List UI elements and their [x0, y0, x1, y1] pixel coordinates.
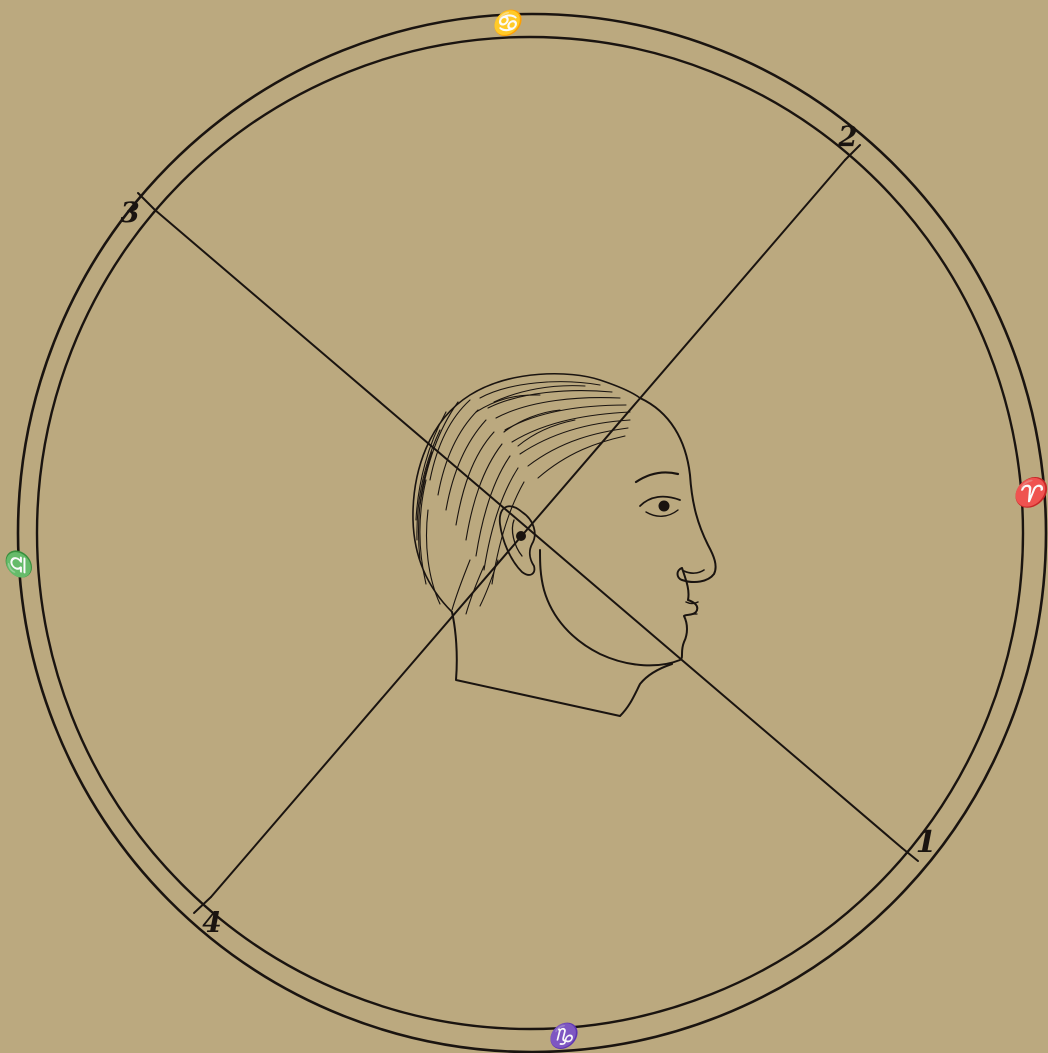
diagonal-line-2-to-4: [211, 160, 845, 897]
head-profile: [413, 374, 716, 716]
face-outline: [540, 398, 716, 665]
eyebrow: [636, 472, 678, 482]
eye-pupil: [659, 501, 670, 512]
zodiac-sign-left: ♎: [4, 547, 33, 581]
hair-strands: [416, 382, 630, 614]
nostril: [684, 570, 704, 573]
zodiac-sign-bottom: ♑: [547, 1021, 581, 1050]
quadrant-number-4: 4: [202, 906, 221, 939]
quadrant-number-2: 2: [837, 120, 857, 153]
hair-outline: [413, 374, 640, 612]
zodiac-sign-right: ♈: [1012, 476, 1048, 509]
inner-ring: [37, 37, 1023, 1029]
ring-tick-3: [138, 193, 155, 210]
zodiac-sign-top: ♋: [491, 8, 525, 37]
quadrant-number-3: 3: [120, 196, 139, 229]
ear-canal: [516, 531, 526, 541]
quadrant-number-1: 1: [916, 825, 937, 860]
